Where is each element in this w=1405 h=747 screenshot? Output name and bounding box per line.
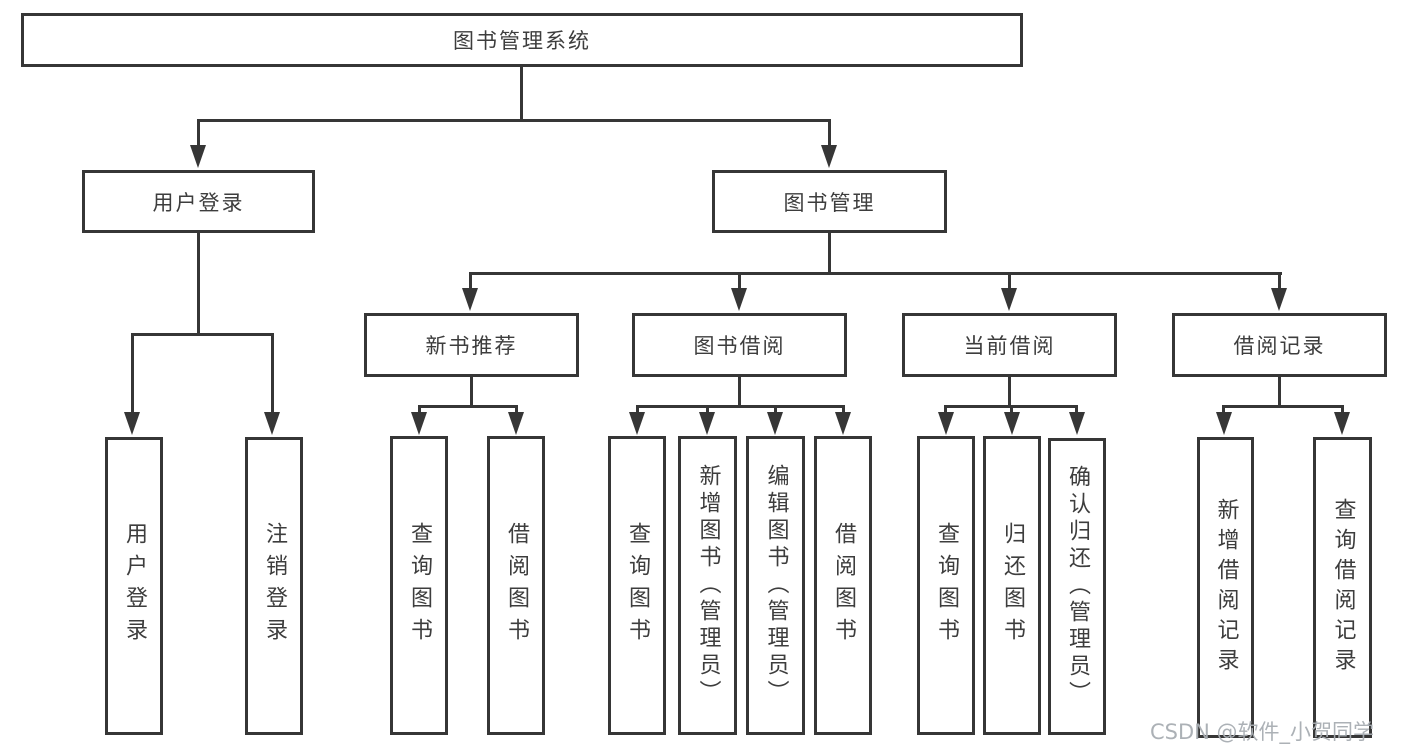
arrowhead-down-icon <box>411 412 427 435</box>
leaf-nb-borrow-books-label: 借阅图书 <box>504 521 529 650</box>
arrowhead-down-icon <box>938 412 954 435</box>
connector-book-borrow-leg <box>774 405 777 414</box>
connector-root-leg-left <box>197 119 200 147</box>
leaf-nb-query-books: 查询图书 <box>390 436 448 735</box>
connector-new-books-leg <box>515 405 518 414</box>
arrowhead-down-icon <box>190 145 206 168</box>
arrowhead-down-icon <box>835 412 851 435</box>
arrowhead-down-icon <box>731 288 747 311</box>
leaf-logout-label: 注销登录 <box>262 522 287 650</box>
connector-book-mgmt-bar <box>469 272 1282 275</box>
arrowhead-down-icon <box>1069 412 1085 435</box>
connector-borrow-records-bar <box>1222 405 1344 408</box>
arrowhead-down-icon <box>1004 412 1020 435</box>
arrowhead-down-icon <box>1271 288 1287 311</box>
leaf-cb-return-books-label: 归还图书 <box>1000 521 1025 650</box>
connector-user-login-trunk <box>197 232 200 336</box>
arrowhead-down-icon <box>821 145 837 168</box>
leaf-bb-query-books-label: 查询图书 <box>625 521 650 650</box>
arrowhead-down-icon <box>462 288 478 311</box>
arrowhead-down-icon <box>1001 288 1017 311</box>
connector-new-books-leg <box>418 405 421 414</box>
arrowhead-down-icon <box>699 412 715 435</box>
node-user-login-label: 用户登录 <box>152 190 245 215</box>
arrowhead-down-icon <box>767 412 783 435</box>
arrowhead-down-icon <box>264 412 280 435</box>
leaf-bb-edit-books-admin-label: 编辑图书（管理员） <box>763 464 789 707</box>
leaf-cb-return-books: 归还图书 <box>983 436 1041 735</box>
arrowhead-down-icon <box>1334 412 1350 435</box>
leaf-br-query-record: 查询借阅记录 <box>1313 437 1372 738</box>
node-current-borrow: 当前借阅 <box>902 313 1117 377</box>
connector-book-mgmt-trunk <box>828 233 831 275</box>
connector-root-leg-right <box>828 119 831 147</box>
connector-new-books-bar <box>418 405 518 408</box>
node-current-borrow-label: 当前借阅 <box>963 334 1056 358</box>
connector-borrow-records-leg <box>1341 405 1344 414</box>
leaf-nb-query-books-label: 查询图书 <box>407 521 432 650</box>
leaf-bb-add-books-admin: 新增图书（管理员） <box>678 436 737 735</box>
arrowhead-down-icon <box>508 412 524 435</box>
connector-borrow-records-leg <box>1222 405 1225 414</box>
connector-user-login-leg <box>131 333 134 414</box>
arrowhead-down-icon <box>629 412 645 435</box>
connector-book-mgmt-leg <box>1278 272 1281 291</box>
node-new-books-label: 新书推荐 <box>425 334 518 358</box>
leaf-bb-borrow-books-label: 借阅图书 <box>831 521 856 650</box>
node-new-books: 新书推荐 <box>364 313 579 377</box>
connector-book-mgmt-leg <box>738 272 741 291</box>
connector-book-borrow-trunk <box>738 377 741 407</box>
connector-book-borrow-leg <box>706 405 709 414</box>
leaf-bb-add-books-admin-label: 新增图书（管理员） <box>695 464 721 707</box>
connector-current-borrow-leg <box>1010 405 1013 414</box>
leaf-logout: 注销登录 <box>245 437 303 735</box>
leaf-br-add-record: 新增借阅记录 <box>1197 437 1254 738</box>
leaf-bb-edit-books-admin: 编辑图书（管理员） <box>746 436 805 735</box>
connector-current-borrow-leg <box>1075 405 1078 414</box>
connector-root-trunk <box>520 67 523 121</box>
connector-book-mgmt-leg <box>1008 272 1011 291</box>
node-root-label: 图书管理系统 <box>453 29 591 53</box>
node-borrow-records: 借阅记录 <box>1172 313 1387 377</box>
connector-book-borrow-bar <box>636 405 845 408</box>
leaf-cb-query-books-label: 查询图书 <box>934 521 959 650</box>
connector-book-mgmt-leg <box>469 272 472 291</box>
leaf-cb-confirm-return-admin: 确认归还（管理员） <box>1048 438 1106 735</box>
leaf-bb-query-books: 查询图书 <box>608 436 666 735</box>
leaf-cb-query-books: 查询图书 <box>917 436 975 735</box>
arrowhead-down-icon <box>124 412 140 435</box>
connector-borrow-records-trunk <box>1278 377 1281 407</box>
csdn-watermark: CSDN @软件_小贺同学 <box>1150 720 1375 744</box>
connector-user-login-bar <box>131 333 274 336</box>
connector-current-borrow-trunk <box>1008 377 1011 407</box>
node-user-login: 用户登录 <box>82 170 315 233</box>
leaf-br-query-record-label: 查询借阅记录 <box>1330 497 1356 678</box>
connector-new-books-trunk <box>470 377 473 407</box>
leaf-cb-confirm-return-admin-label: 确认归还（管理员） <box>1065 465 1090 708</box>
node-borrow-records-label: 借阅记录 <box>1233 334 1326 358</box>
leaf-br-add-record-label: 新增借阅记录 <box>1213 497 1239 678</box>
node-book-mgmt: 图书管理 <box>712 170 947 233</box>
leaf-user-login-label: 用户登录 <box>122 522 147 650</box>
connector-root-bar <box>197 119 831 122</box>
node-book-borrow-label: 图书借阅 <box>693 334 786 358</box>
arrowhead-down-icon <box>1216 412 1232 435</box>
leaf-bb-borrow-books: 借阅图书 <box>814 436 872 735</box>
node-book-borrow: 图书借阅 <box>632 313 847 377</box>
connector-book-borrow-leg <box>636 405 639 414</box>
connector-book-borrow-leg <box>842 405 845 414</box>
node-book-mgmt-label: 图书管理 <box>783 190 876 215</box>
leaf-nb-borrow-books: 借阅图书 <box>487 436 545 735</box>
connector-user-login-leg <box>271 333 274 414</box>
node-root: 图书管理系统 <box>21 13 1023 67</box>
connector-current-borrow-leg <box>944 405 947 414</box>
leaf-user-login: 用户登录 <box>105 437 163 735</box>
